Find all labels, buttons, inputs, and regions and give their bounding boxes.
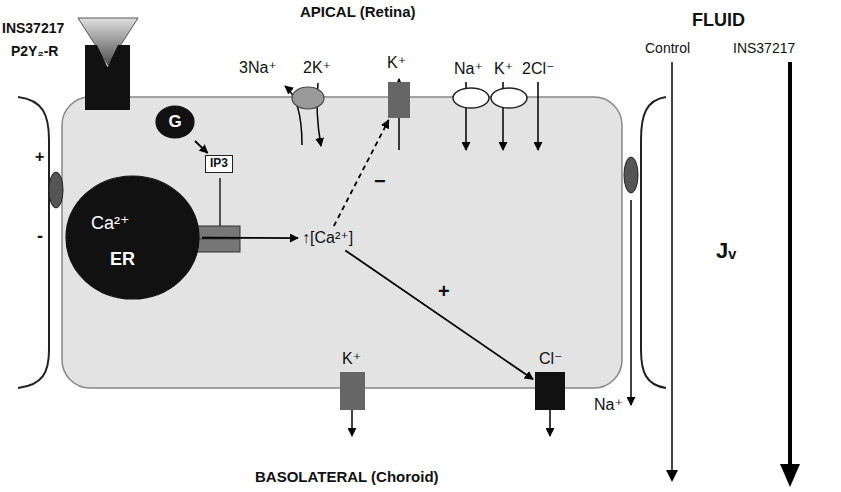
ip3-box: IP3 bbox=[205, 155, 233, 173]
edge-sign: + bbox=[436, 280, 452, 303]
inhibition-arrow bbox=[334, 120, 389, 226]
endoplasmic-reticulum-outline bbox=[65, 175, 200, 300]
fluid-control-arrow bbox=[671, 62, 673, 472]
side-label: BASOLATERAL (Choroid) bbox=[255, 468, 439, 485]
signal-arrow bbox=[195, 141, 208, 153]
apical-k-channel: K⁺ bbox=[388, 82, 410, 118]
nkcc-cotransporter-label: K⁺ bbox=[494, 60, 513, 78]
nkcc-cotransporter-shape bbox=[453, 88, 489, 108]
endoplasmic-reticulum-shape bbox=[66, 176, 199, 299]
calcium-level-label: ↑[Ca²⁺] bbox=[302, 229, 353, 247]
fluid-drug-arrow bbox=[788, 62, 792, 466]
basolateral-k-channel: K⁺ bbox=[340, 372, 365, 410]
chloride-channel: Cl⁻ bbox=[535, 372, 565, 410]
na-k-pump-label: 3Na⁺ bbox=[239, 59, 277, 77]
polarity-sign: - bbox=[37, 226, 43, 247]
neighbor-membrane bbox=[18, 97, 49, 388]
calcium-release-arrow bbox=[202, 237, 298, 239]
ion-flow-arrow bbox=[537, 82, 539, 150]
nkcc-cotransporter-outline bbox=[452, 87, 528, 109]
g-protein-label: G bbox=[168, 112, 181, 132]
na-k-pump-label: 2K⁺ bbox=[303, 59, 331, 77]
endoplasmic-reticulum-label: Ca²⁺ bbox=[91, 213, 130, 234]
endoplasmic-reticulum-label: ER bbox=[110, 249, 135, 270]
nkcc-cotransporter-label: 2Cl⁻ bbox=[522, 60, 554, 78]
paracellular-arrow bbox=[630, 200, 632, 405]
condition-label: INS37217 bbox=[733, 40, 795, 56]
ip3-box-label: IP3 bbox=[210, 157, 228, 171]
side-label: APICAL (Retina) bbox=[300, 3, 416, 20]
neighbor-membrane bbox=[641, 97, 666, 388]
chloride-channel-label: Cl⁻ bbox=[539, 350, 563, 368]
panel-title: FLUID bbox=[692, 10, 745, 31]
p2y2-receptor-label: P2Y₂-R bbox=[11, 43, 58, 59]
endoplasmic-reticulum: Ca²⁺ ER bbox=[65, 175, 200, 300]
nkcc-cotransporter-shape bbox=[491, 88, 527, 108]
ion-label: Na⁺ bbox=[594, 396, 623, 414]
basolateral-k-channel-label: K⁺ bbox=[342, 350, 361, 368]
fluid-control-arrowhead bbox=[666, 470, 678, 482]
calcium-level: ↑[Ca²⁺] bbox=[300, 228, 355, 248]
p2y2-receptor-shape bbox=[85, 45, 130, 110]
nkcc-cotransporter-label: Na⁺ bbox=[454, 60, 483, 78]
condition-label: Control bbox=[645, 40, 690, 56]
na-k-pump: 3Na⁺2K⁺ bbox=[291, 86, 325, 110]
nkcc-cotransporter: Na⁺K⁺2Cl⁻ bbox=[452, 87, 528, 109]
tight-junction bbox=[49, 172, 63, 208]
activation-arrow bbox=[345, 250, 533, 379]
edge-sign: − bbox=[372, 170, 388, 193]
p2y2-receptor-outline bbox=[85, 45, 130, 110]
agonist-triangle-label: INS37217 bbox=[2, 20, 64, 36]
p2y2-receptor: P2Y₂-R bbox=[85, 45, 130, 110]
fluid-drug-arrowhead bbox=[780, 464, 800, 487]
polarity-sign: + bbox=[35, 148, 44, 166]
na-k-pump-outline bbox=[291, 86, 325, 110]
tight-junction bbox=[624, 157, 638, 193]
g-protein: G bbox=[155, 105, 195, 139]
flux-symbol: Jᵥ bbox=[716, 238, 736, 263]
na-k-pump-shape bbox=[292, 87, 324, 109]
ip3-receptor-stem bbox=[219, 178, 221, 226]
apical-k-channel-label: K⁺ bbox=[387, 54, 406, 72]
g-protein-shape bbox=[156, 106, 194, 138]
